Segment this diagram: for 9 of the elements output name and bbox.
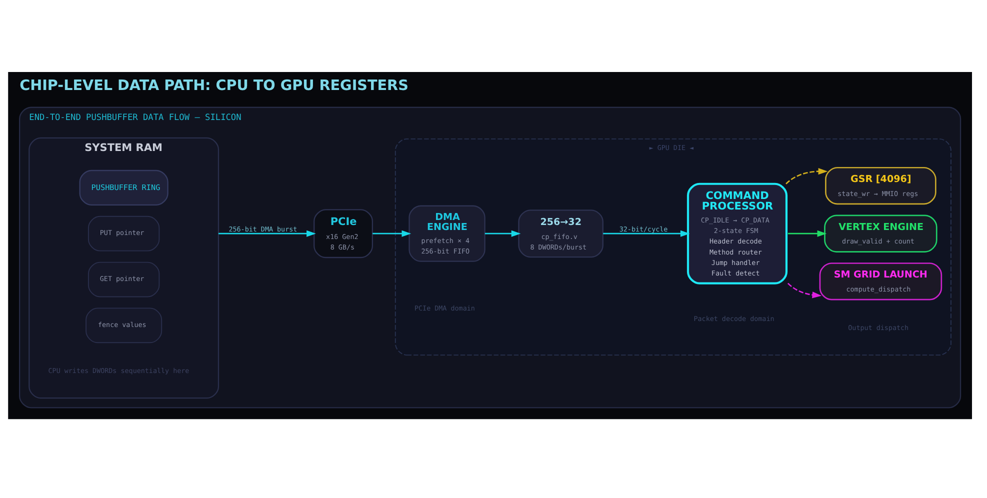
arrow (218, 230, 316, 237)
arrow (786, 168, 828, 184)
node-box: PUSHBUFFER RING (79, 170, 168, 206)
diagram-title: CHIP-LEVEL DATA PATH: CPU TO GPU REGISTERS (20, 78, 408, 94)
arrow (484, 230, 521, 237)
arrow (372, 230, 412, 237)
arrow (787, 282, 822, 298)
arrow (788, 230, 827, 237)
arrow (603, 230, 690, 237)
